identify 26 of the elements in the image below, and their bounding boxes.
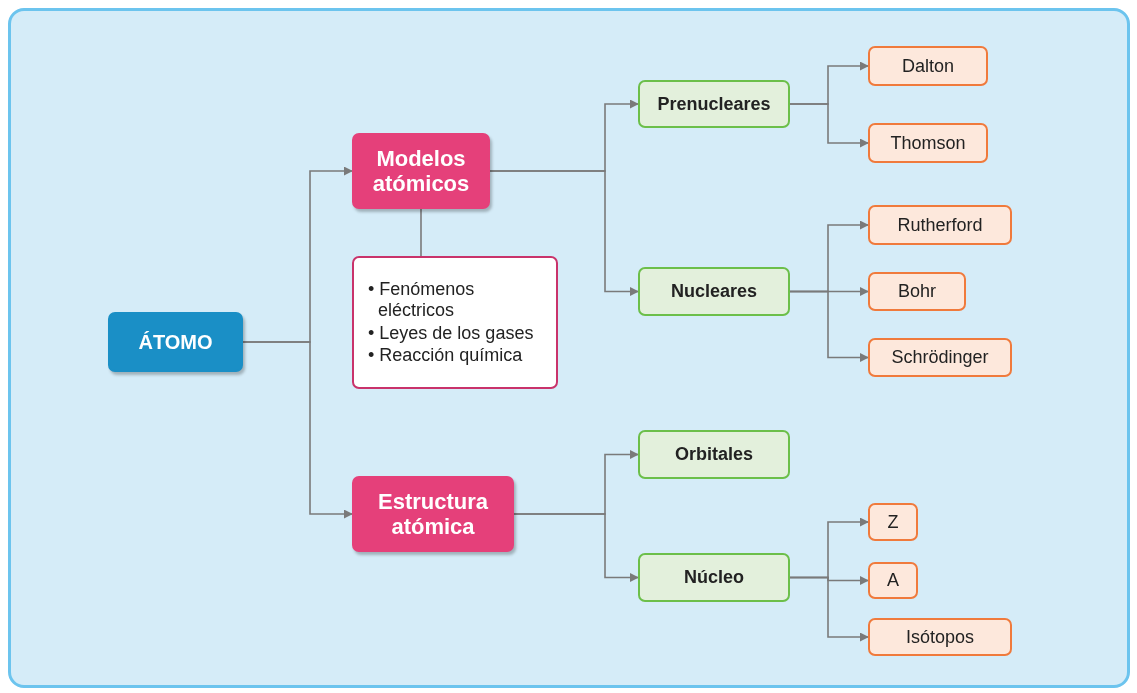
bullet-item: • Leyes de los gases <box>368 322 535 344</box>
subcategory-box: Prenucleares <box>638 80 790 128</box>
connector-arrow <box>789 103 869 148</box>
item-box: Thomson <box>868 123 988 163</box>
subcategory-box: Núcleo <box>638 553 790 602</box>
connector-arrow <box>789 290 869 362</box>
item-box: Schrödinger <box>868 338 1012 377</box>
connector-line <box>420 208 422 257</box>
connector-arrow <box>489 170 639 296</box>
item-box: Rutherford <box>868 205 1012 245</box>
category-box: Estructura atómica <box>352 476 514 552</box>
connector-arrow <box>789 576 869 642</box>
subcategory-box: Nucleares <box>638 267 790 316</box>
item-box: A <box>868 562 918 599</box>
subcategory-box: Orbitales <box>638 430 790 479</box>
bullet-item: • Reacción química <box>368 345 524 366</box>
bullet-item: • Fenómenos eléctricos <box>368 279 476 321</box>
item-box: Dalton <box>868 46 988 86</box>
item-box: Isótopos <box>868 618 1012 656</box>
connector-arrow <box>513 513 639 582</box>
item-box: Z <box>868 503 918 541</box>
item-box: Bohr <box>868 272 966 311</box>
root-box: ÁTOMO <box>108 312 243 372</box>
bullet-list-box <box>352 256 558 389</box>
category-box: Modelos atómicos <box>352 133 490 209</box>
connector-arrow <box>242 341 353 519</box>
